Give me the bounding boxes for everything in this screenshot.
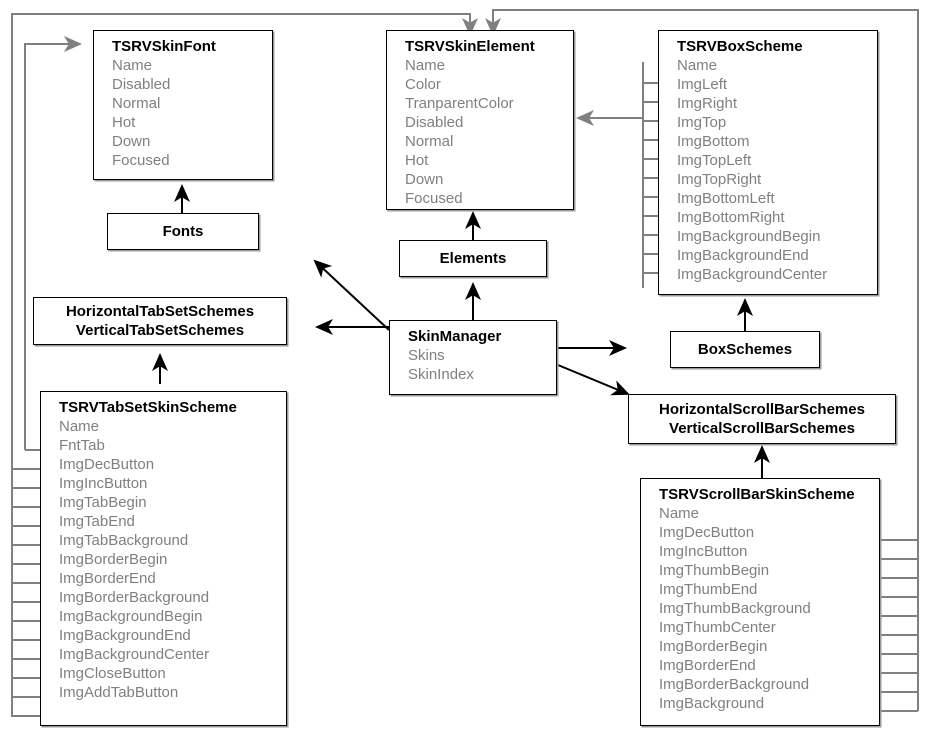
property-box-elements[interactable]: Elements <box>399 240 547 277</box>
class-attribute: ImgCloseButton <box>59 665 166 682</box>
class-title: TSRVSkinFont <box>112 38 216 55</box>
class-attribute: ImgThumbEnd <box>659 581 758 598</box>
class-attribute: ImgBackground <box>659 695 765 712</box>
class-attribute: ImgBorderBackground <box>59 589 210 606</box>
property-label: HorizontalTabSetSchemes <box>65 303 255 320</box>
class-attribute: ImgBottom <box>677 133 750 150</box>
class-attribute: ImgIncButton <box>59 475 148 492</box>
class-attribute: ImgThumbCenter <box>659 619 776 636</box>
class-attribute: Name <box>59 418 100 435</box>
class-box-tsrvboxscheme[interactable]: TSRVBoxScheme Name ImgLeft ImgRight ImgT… <box>658 30 878 295</box>
class-attribute: ImgBorderBegin <box>659 638 768 655</box>
property-box-fonts[interactable]: Fonts <box>107 213 259 250</box>
class-attribute: ImgTop <box>677 114 727 131</box>
class-attribute: ImgBackgroundBegin <box>677 228 821 245</box>
class-attribute: Focused <box>112 152 170 169</box>
class-attribute: Down <box>112 133 151 150</box>
class-box-tsrvskinfont[interactable]: TSRVSkinFont Name Disabled Normal Hot Do… <box>93 30 273 180</box>
property-label: Elements <box>439 250 507 267</box>
property-box-tabsetschemes[interactable]: HorizontalTabSetSchemes VerticalTabSetSc… <box>33 297 287 345</box>
class-attribute: ImgTopLeft <box>677 152 752 169</box>
class-attribute: ImgBackgroundEnd <box>59 627 191 644</box>
attribute-stubs-tabset <box>12 449 40 717</box>
class-attribute: ImgBackgroundBegin <box>59 608 203 625</box>
class-title: TSRVScrollBarSkinScheme <box>659 486 855 503</box>
class-attribute: TranparentColor <box>405 95 514 112</box>
property-box-scrollbarschemes[interactable]: HorizontalScrollBarSchemes VerticalScrol… <box>628 394 896 444</box>
class-attribute: ImgTopRight <box>677 171 762 188</box>
class-attribute: ImgLeft <box>677 76 728 93</box>
class-attribute: ImgBorderBegin <box>59 551 168 568</box>
class-attribute: ImgBottomLeft <box>677 190 775 207</box>
attribute-stubs-scrollbar <box>880 539 918 712</box>
class-box-tsrvskinelement[interactable]: TSRVSkinElement Name Color TranparentCol… <box>386 30 574 210</box>
class-attribute: ImgThumbBegin <box>659 562 770 579</box>
class-attribute: ImgBackgroundEnd <box>677 247 809 264</box>
class-attribute: Normal <box>405 133 454 150</box>
class-attribute: Name <box>112 57 153 74</box>
class-attribute: ImgBackgroundCenter <box>677 266 828 283</box>
class-attribute: SkinIndex <box>408 366 474 383</box>
class-attribute: Hot <box>405 152 429 169</box>
property-label: HorizontalScrollBarSchemes <box>659 401 865 418</box>
property-box-boxschemes[interactable]: BoxSchemes <box>670 331 820 368</box>
class-attribute: Color <box>405 76 441 93</box>
class-attribute: ImgBottomRight <box>677 209 785 226</box>
class-title: TSRVTabSetSkinScheme <box>59 399 237 416</box>
class-box-tsrvtabsetskinscheme[interactable]: TSRVTabSetSkinScheme Name FntTab ImgDecB… <box>40 391 287 726</box>
property-label: BoxSchemes <box>697 341 793 358</box>
class-title: TSRVSkinElement <box>405 38 535 55</box>
class-box-skinmanager[interactable]: SkinManager Skins SkinIndex <box>389 320 557 395</box>
class-attribute: ImgTabEnd <box>59 513 135 530</box>
class-attribute: ImgDecButton <box>659 524 755 541</box>
class-attribute: Down <box>405 171 444 188</box>
class-attribute: Focused <box>405 190 463 207</box>
class-attribute: Name <box>405 57 446 74</box>
class-attribute: Skins <box>408 347 445 364</box>
class-attribute: ImgBackgroundCenter <box>59 646 210 663</box>
property-label: VerticalScrollBarSchemes <box>669 420 855 437</box>
class-attribute: ImgTabBegin <box>59 494 147 511</box>
class-attribute: ImgBorderEnd <box>659 657 756 674</box>
class-title: TSRVBoxScheme <box>677 38 803 55</box>
property-label: Fonts <box>162 223 204 240</box>
class-attribute: ImgAddTabButton <box>59 684 179 701</box>
class-attribute: Name <box>659 505 700 522</box>
class-attribute: ImgIncButton <box>659 543 748 560</box>
class-attribute: FntTab <box>59 437 105 454</box>
class-attribute: ImgBorderEnd <box>59 570 156 587</box>
class-attribute: Normal <box>112 95 161 112</box>
class-attribute: ImgBorderBackground <box>659 676 810 693</box>
class-attribute: Name <box>677 57 718 74</box>
class-attribute: Disabled <box>112 76 171 93</box>
class-attribute: ImgRight <box>677 95 738 112</box>
property-label: VerticalTabSetSchemes <box>75 322 245 339</box>
class-title: SkinManager <box>408 328 502 345</box>
class-attribute: ImgThumbBackground <box>659 600 811 617</box>
class-attribute: Hot <box>112 114 136 131</box>
attribute-stubs-boxscheme <box>643 82 658 274</box>
class-attribute: ImgDecButton <box>59 456 155 473</box>
class-attribute: ImgTabBackground <box>59 532 189 549</box>
class-box-tsrvscrollbarskinscheme[interactable]: TSRVScrollBarSkinScheme Name ImgDecButto… <box>640 478 880 726</box>
class-attribute: Disabled <box>405 114 464 131</box>
